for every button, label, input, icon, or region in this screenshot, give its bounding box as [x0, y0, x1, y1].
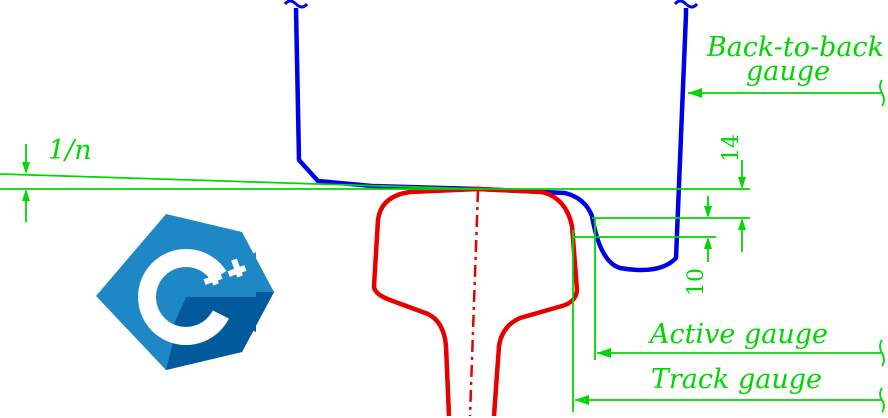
back-to-back-label-line2: gauge: [746, 56, 830, 87]
arrowhead-dim10-lower: [704, 237, 712, 249]
wheel-break-mark-right: [673, 0, 699, 9]
arrowhead-inclination-upper: [22, 162, 30, 174]
dim-14-label: 14: [719, 134, 744, 162]
track-gauge-label: Track gauge: [651, 364, 822, 395]
break-mark-track: [879, 387, 885, 413]
arrowhead-dim14-lower: [738, 218, 746, 230]
back-to-back-label-line1: Back-to-back: [706, 32, 884, 63]
arrowhead-active-gauge: [597, 348, 611, 358]
active-gauge-label: Active gauge: [647, 319, 828, 350]
inclination-line-sloped: [0, 173, 479, 190]
arrowhead-back-to-back: [688, 88, 702, 98]
wheel-break-mark-left: [283, 0, 309, 9]
wheel-profile: [283, 0, 699, 273]
wheel-left-flange-line: [293, 7, 689, 273]
rail-head-outline: [371, 186, 580, 417]
arrowhead-track-gauge: [575, 395, 589, 405]
cpp-logo: [96, 214, 274, 370]
break-mark-b2b: [879, 79, 885, 107]
arrowheads: [22, 88, 746, 405]
dim-10-label: 10: [684, 268, 709, 296]
rail-profile: [371, 186, 580, 417]
logo-c-gap-dark: [186, 297, 256, 332]
dimension-lines: [0, 79, 885, 413]
rail-centerline: [468, 189, 480, 417]
break-mark-active: [879, 339, 885, 367]
arrowhead-inclination-lower: [22, 189, 30, 201]
logo-plus-signs: [203, 258, 247, 286]
inclination-label: 1/n: [48, 135, 92, 166]
arrowhead-dim10-upper: [704, 206, 712, 218]
arrowhead-dim14-upper: [738, 177, 746, 189]
